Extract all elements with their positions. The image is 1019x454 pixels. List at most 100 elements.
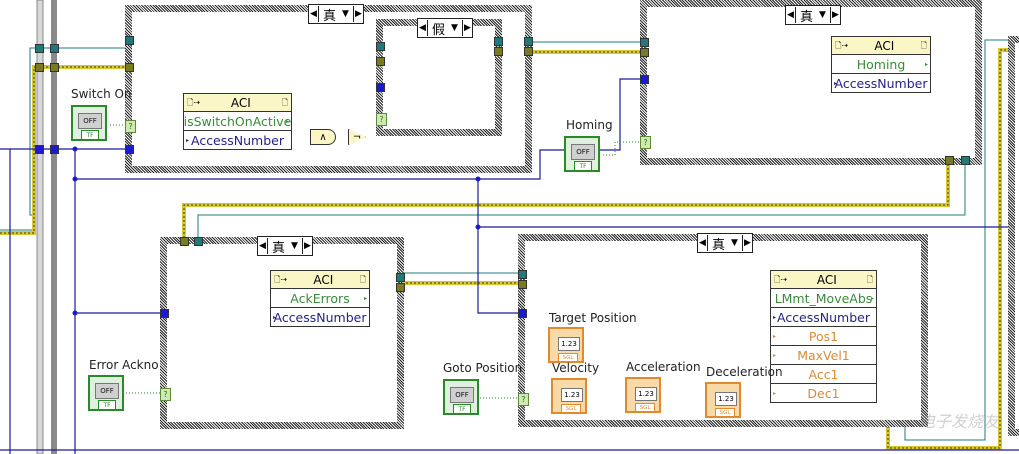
dropdown-icon[interactable]: ▼	[819, 10, 826, 20]
node-method[interactable]: AckErrors▸	[271, 289, 369, 308]
case-selector-terminal: ?	[640, 136, 651, 149]
invoke-arrow-icon: ⇢	[280, 274, 288, 284]
doc-icon: 🗋	[835, 40, 842, 50]
target-position-label: Target Position	[549, 311, 637, 325]
node-title: ACI	[313, 272, 334, 287]
aci-node-is-switch-on-active[interactable]: 🗋⇢ACI🗋 isSwitchOnActive▸ ▸AccessNumber	[183, 93, 292, 150]
case-structure-partial-right[interactable]	[1008, 36, 1019, 436]
tunnel-error	[945, 156, 954, 165]
node-title: ACI	[230, 95, 251, 110]
node-input-pos1[interactable]: ▸Pos1	[771, 327, 876, 346]
case-selector-terminal: ?	[160, 388, 171, 401]
case-selector-value: 真	[272, 240, 286, 256]
increment-arrow-icon[interactable]: ▶	[461, 20, 472, 36]
tunnel-refnum	[194, 237, 203, 246]
node-input-access-number[interactable]: ▸AccessNumber	[273, 309, 367, 325]
boolean-type-badge: TF	[98, 400, 116, 410]
toggle-button[interactable]: OFF	[78, 113, 102, 129]
acceleration-control[interactable]: 1.23 SGL	[625, 377, 661, 413]
case-structure-ack-errors[interactable]: ◀ 真 ▼ ▶	[160, 236, 404, 429]
dropdown-icon[interactable]: ▼	[451, 23, 458, 33]
tunnel-error	[396, 283, 405, 292]
numeric-display[interactable]: 1.23	[558, 337, 580, 351]
deceleration-control[interactable]: 1.23 SGL	[705, 382, 741, 418]
tunnel-error	[524, 47, 533, 56]
tunnel-refnum	[35, 44, 44, 53]
toggle-button[interactable]: OFF	[571, 144, 595, 160]
increment-arrow-icon[interactable]: ▶	[301, 238, 312, 254]
and-gate-icon[interactable]: ∧	[310, 129, 336, 145]
node-method[interactable]: LMmt_MoveAbs▸	[771, 289, 876, 308]
numeric-display[interactable]: 1.23	[715, 392, 737, 406]
case-structure-inner[interactable]: ◀ 假 ▼ ▶	[376, 18, 502, 136]
decrement-arrow-icon[interactable]: ◀	[258, 238, 268, 254]
goto-position-label: Goto Position	[443, 361, 523, 375]
node-input-access-number[interactable]: ▸AccessNumber	[834, 75, 928, 91]
case-selector-terminal: ?	[125, 120, 136, 133]
doc-icon: 🗋	[866, 274, 873, 284]
case-selector[interactable]: ◀ 真▼ ▶	[697, 233, 753, 253]
node-method[interactable]: Homing▸	[832, 55, 930, 74]
deceleration-label: Deceleration	[706, 365, 783, 379]
case-selector-value: 假	[432, 22, 446, 38]
doc-icon: 🗋	[187, 97, 194, 107]
loop-border-right	[51, 0, 57, 454]
decrement-arrow-icon[interactable]: ◀	[786, 7, 796, 23]
target-position-control[interactable]: 1.23 SGL	[548, 327, 584, 363]
doc-icon: 🗋	[281, 97, 288, 107]
tunnel-refnum	[125, 36, 134, 45]
dropdown-icon[interactable]: ▼	[291, 241, 298, 251]
numeric-display[interactable]: 1.23	[561, 388, 583, 402]
doc-icon: 🗋	[359, 274, 366, 284]
goto-position-control[interactable]: OFF TF	[443, 379, 479, 415]
aci-node-homing[interactable]: 🗋⇢ACI🗋 Homing▸ ▸AccessNumber	[831, 36, 931, 93]
increment-arrow-icon[interactable]: ▶	[741, 235, 752, 251]
velocity-control[interactable]: 1.23 SGL	[551, 378, 587, 414]
homing-control[interactable]: OFF TF	[564, 136, 600, 172]
decrement-arrow-icon[interactable]: ◀	[309, 6, 319, 22]
numeric-display[interactable]: 1.23	[635, 387, 657, 401]
aci-node-ack-errors[interactable]: 🗋⇢ACI🗋 AckErrors▸ ▸AccessNumber	[270, 270, 370, 327]
case-selector[interactable]: ◀ 真▼ ▶	[308, 4, 364, 24]
case-selector[interactable]: ◀ 真 ▼ ▶	[257, 236, 313, 256]
node-input-access-number[interactable]: ▸AccessNumber	[186, 132, 284, 148]
increment-arrow-icon[interactable]: ▶	[829, 7, 840, 23]
tunnel-error	[35, 63, 44, 72]
toggle-button[interactable]: OFF	[95, 383, 119, 399]
acceleration-label: Acceleration	[626, 360, 701, 374]
node-input-maxvel1[interactable]: ▸MaxVel1	[771, 346, 876, 365]
invoke-arrow-icon: ⇢	[841, 40, 849, 50]
boolean-type-badge: TF	[453, 404, 471, 414]
doc-icon: 🗋	[774, 274, 781, 284]
switch-on-control[interactable]: OFF TF	[71, 105, 107, 141]
case-selector[interactable]: ◀ 真▼ ▶	[785, 5, 841, 25]
watermark: 电子发烧友	[918, 412, 999, 431]
toggle-button[interactable]: OFF	[450, 387, 474, 403]
numeric-type-badge: SGL	[715, 408, 735, 417]
tunnel-error	[494, 47, 503, 56]
switch-on-label: Switch On	[71, 87, 132, 101]
dropdown-icon[interactable]: ▼	[731, 238, 738, 248]
output-pin-icon: ▸	[285, 117, 289, 125]
increment-arrow-icon[interactable]: ▶	[352, 6, 363, 22]
node-input-access-number[interactable]: ▸AccessNumber	[771, 308, 876, 327]
case-selector[interactable]: ◀ 假 ▼ ▶	[417, 18, 473, 38]
aci-node-move-abs[interactable]: 🗋⇢ACI🗋 LMmt_MoveAbs▸ ▸AccessNumber ▸Pos1…	[770, 270, 877, 403]
tunnel-access-number	[50, 145, 59, 154]
tunnel-refnum	[494, 37, 503, 46]
tunnel-refnum	[524, 37, 533, 46]
tunnel-error	[50, 63, 59, 72]
input-pin-icon: ▸	[773, 351, 777, 359]
decrement-arrow-icon[interactable]: ◀	[418, 20, 428, 36]
boolean-type-badge: TF	[81, 130, 99, 140]
node-method[interactable]: isSwitchOnActive▸	[184, 112, 291, 131]
node-title: ACI	[874, 38, 895, 53]
dropdown-icon[interactable]: ▼	[342, 9, 349, 19]
node-input-dec1[interactable]: ▸Dec1	[773, 385, 840, 401]
decrement-arrow-icon[interactable]: ◀	[698, 235, 708, 251]
node-input-acc1[interactable]: Acc1	[771, 365, 876, 384]
tunnel-error	[125, 63, 134, 72]
output-pin-icon: ▸	[363, 294, 367, 302]
doc-icon: 🗋	[274, 274, 281, 284]
error-ack-control[interactable]: OFF TF	[88, 375, 124, 411]
